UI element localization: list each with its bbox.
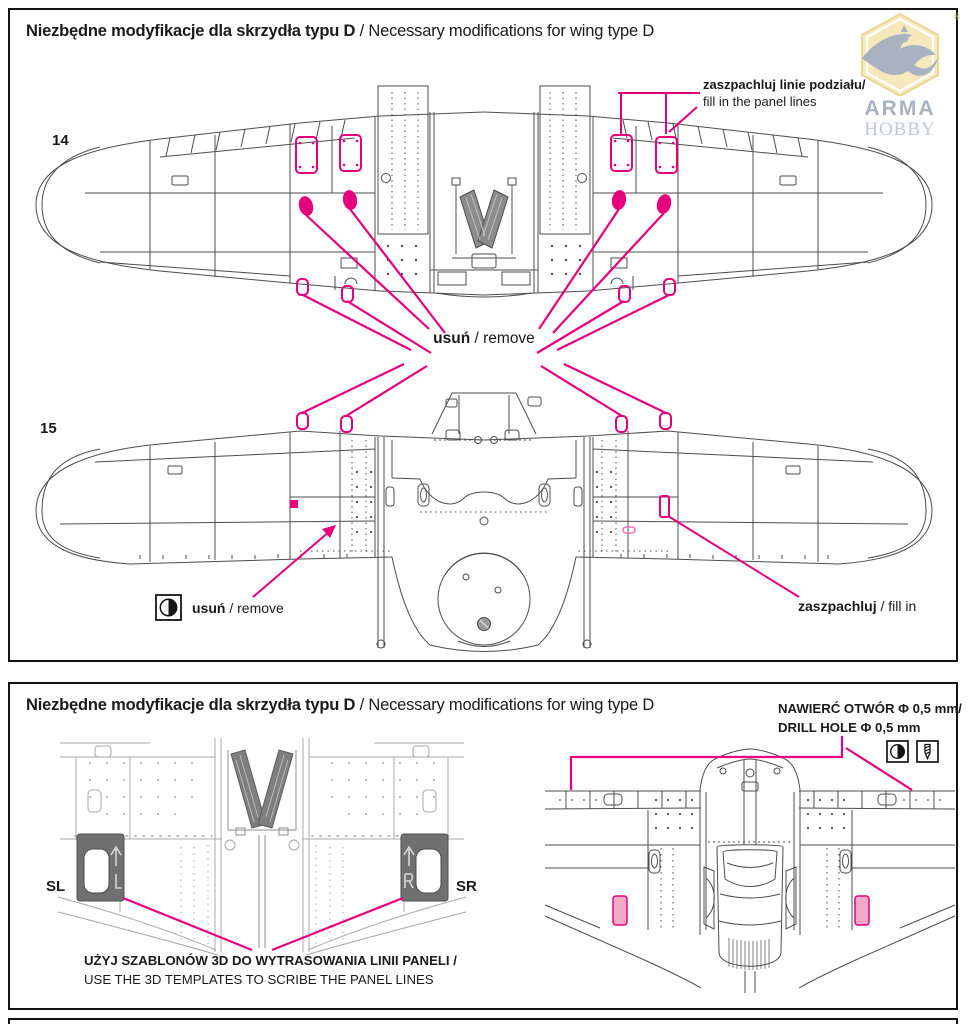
half-filled-circle-icon xyxy=(886,740,909,763)
next-panel-edge xyxy=(8,1018,958,1024)
fill-in-label: zaszpachluj / fill in xyxy=(798,598,917,614)
step-number-14: 14 xyxy=(52,132,69,149)
panel-top-title-en: Necessary modifications for wing type D xyxy=(368,22,655,40)
template-note: UŻYJ SZABLONÓW 3D DO WYTRASOWANIA LINII … xyxy=(84,953,457,987)
squirrel-glyph xyxy=(862,25,938,76)
arma-hobby-logo: ® ARMA HOBBY xyxy=(838,12,962,141)
panel-top-title: Niezbędne modyfikacje dla skrzydła typu … xyxy=(26,22,655,40)
step-number-15: 15 xyxy=(40,420,57,437)
template-label-sl: SL xyxy=(46,878,66,895)
callout-fill-panel-lines: zaszpachluj linie podziału/ fill in the … xyxy=(703,77,866,109)
remove-label: usuń / remove xyxy=(192,599,284,616)
registered-trademark: ® xyxy=(953,12,960,22)
panel-bottom-title: Niezbędne modyfikacje dla skrzydła typu … xyxy=(26,696,655,714)
callout-remove-with-icon: usuń / remove xyxy=(155,594,284,621)
drill-bit-icon xyxy=(916,740,939,763)
template-label-sr: SR xyxy=(456,878,477,895)
callout-remove: usuń / remove xyxy=(433,330,535,347)
drill-note-icons xyxy=(886,740,939,763)
half-filled-circle-icon xyxy=(155,594,182,621)
drill-hole-note: NAWIERĆ OTWÓR Φ 0,5 mm/ DRILL HOLE Φ 0,5… xyxy=(778,701,962,735)
panel-top-title-pl: Niezbędne modyfikacje dla skrzydła typu … xyxy=(26,22,356,40)
brand-hobby: HOBBY xyxy=(864,119,936,140)
callout-fill-in: zaszpachluj / fill in xyxy=(798,598,916,614)
brand-arma: ARMA xyxy=(864,97,936,120)
flying-squirrel-emblem xyxy=(861,12,939,98)
